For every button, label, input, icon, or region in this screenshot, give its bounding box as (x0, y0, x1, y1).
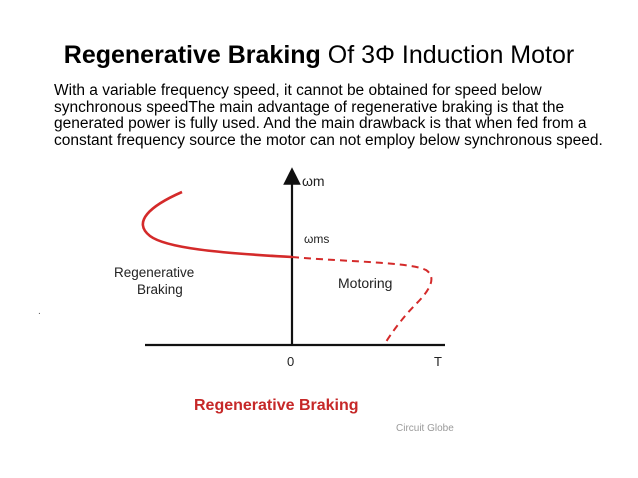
title-rest-part: Of 3Φ Induction Motor (320, 41, 575, 69)
title-bold-part: Regenerative Braking (63, 41, 321, 69)
regenerative-braking-curve (141, 190, 293, 259)
stray-mark: . (38, 306, 41, 317)
origin-label: 0 (287, 354, 294, 369)
sync-speed-label: ωms (304, 232, 329, 246)
slide-title: Regenerative Braking Of 3Φ Induction Mot… (0, 40, 638, 70)
regenerative-label-line2: Braking (137, 282, 183, 297)
watermark: Circuit Globe (396, 423, 454, 434)
slide-body-text: With a variable frequency speed, it cann… (54, 82, 603, 149)
motoring-curve (291, 256, 433, 346)
x-axis-label: T (434, 354, 442, 369)
diagram-caption: Regenerative Braking (194, 397, 359, 414)
regenerative-label-line1: Regenerative (114, 265, 194, 280)
motoring-label: Motoring (338, 275, 392, 291)
y-axis-label: ωm (302, 173, 325, 189)
